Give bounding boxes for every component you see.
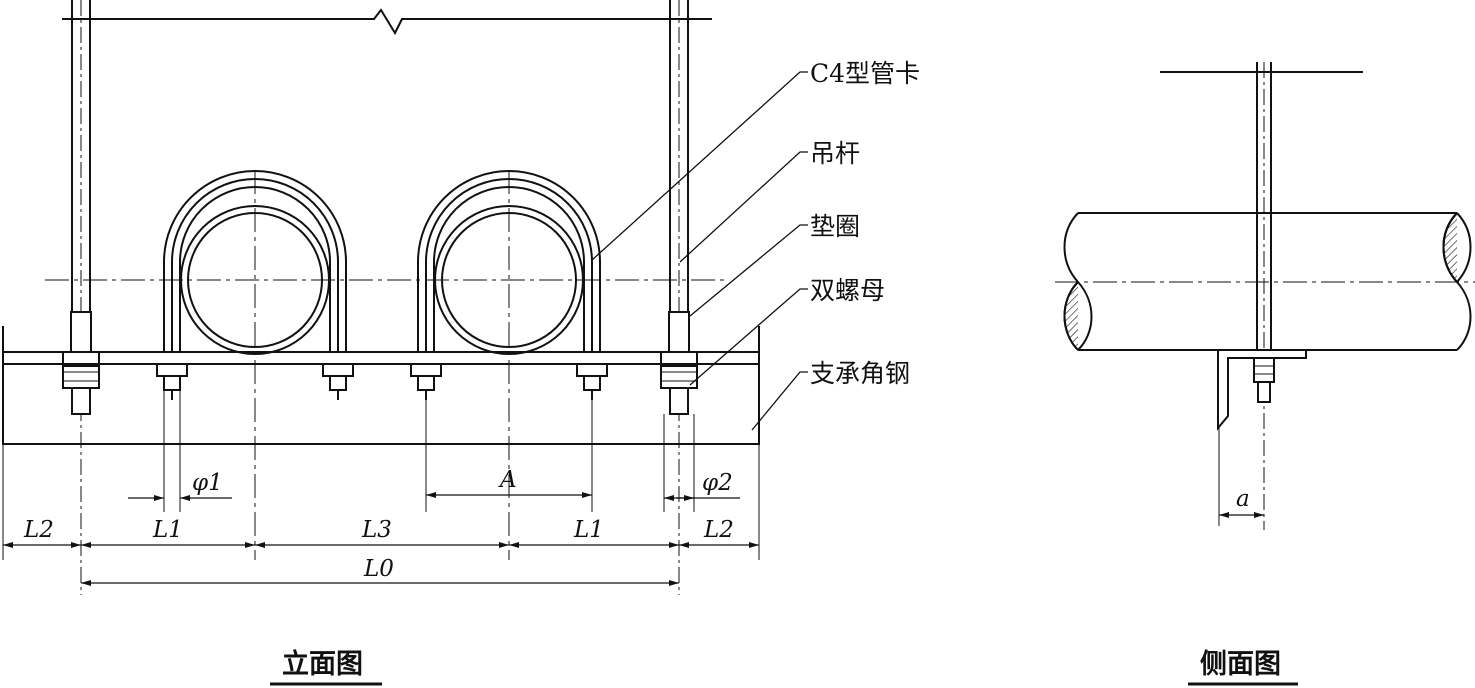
callout-leaders [591,71,808,431]
clamp-nut [156,363,188,400]
side-hanger-rod [1253,62,1275,530]
dimension-lines [3,492,759,586]
right-hanger-rod [660,0,698,595]
dim-a-label: A [498,467,517,493]
callout-c4-clamp: C4型管卡 [810,59,920,88]
side-dimension [1218,428,1264,526]
front-view [2,0,808,595]
dim-l2-left-label: L2 [23,517,54,543]
clamp-nut [410,363,442,400]
left-u-clamp [163,170,347,352]
front-view-caption: 立面图 [282,648,363,680]
support-angle-steel [2,326,760,560]
dim-l2-right-label: L2 [703,517,734,543]
dim-l3-label: L3 [361,517,392,543]
callout-double-nut: 双螺母 [810,276,885,305]
callout-support-angle: 支承角钢 [810,359,910,388]
ceiling-break-line [62,8,712,36]
left-hanger-rod [62,0,100,595]
callout-washer: 垫圈 [810,212,860,241]
side-view-caption: 侧面图 [1200,649,1281,680]
dim-phi2-label: φ2 [702,470,733,496]
callout-hanger-rod: 吊杆 [810,139,860,168]
side-angle-steel [1217,349,1307,431]
clamp-nut [322,363,354,400]
side-pipe [1055,212,1475,351]
dim-l0-label: L0 [363,556,394,582]
dim-phi1-label: φ1 [192,470,223,496]
side-view [1055,62,1475,530]
dim-l1-left-label: L1 [152,517,183,543]
clamp-nuts [156,363,608,400]
dim-small-a-label: a [1236,486,1250,512]
right-u-clamp [417,170,601,352]
dim-l1-right-label: L1 [573,517,604,543]
extension-lines [163,390,695,512]
